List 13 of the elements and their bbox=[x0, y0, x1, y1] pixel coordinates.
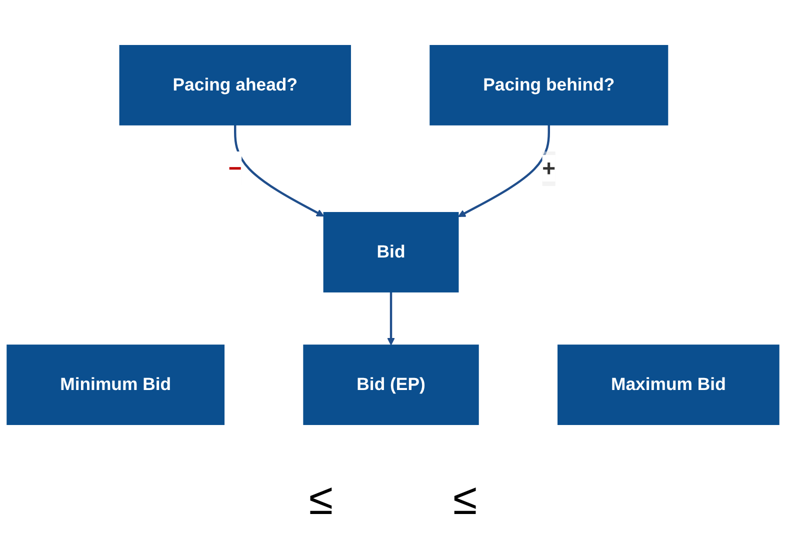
arrow bbox=[458, 124, 550, 217]
node-box: Maximum Bid bbox=[558, 344, 780, 426]
less-or-equal-sign: ≤ bbox=[308, 475, 333, 525]
edge-label: − bbox=[228, 155, 242, 182]
arrow bbox=[234, 124, 324, 217]
node-box: Minimum Bid bbox=[6, 344, 225, 426]
node-box: Bid bbox=[323, 212, 459, 292]
node-box: Pacing ahead? bbox=[119, 44, 351, 126]
edge-label: + bbox=[542, 155, 556, 182]
less-or-equal-sign: ≤ bbox=[453, 475, 478, 525]
node-box: Bid (EP) bbox=[303, 344, 479, 426]
node-box: Pacing behind? bbox=[430, 44, 668, 126]
arrow bbox=[387, 292, 395, 346]
